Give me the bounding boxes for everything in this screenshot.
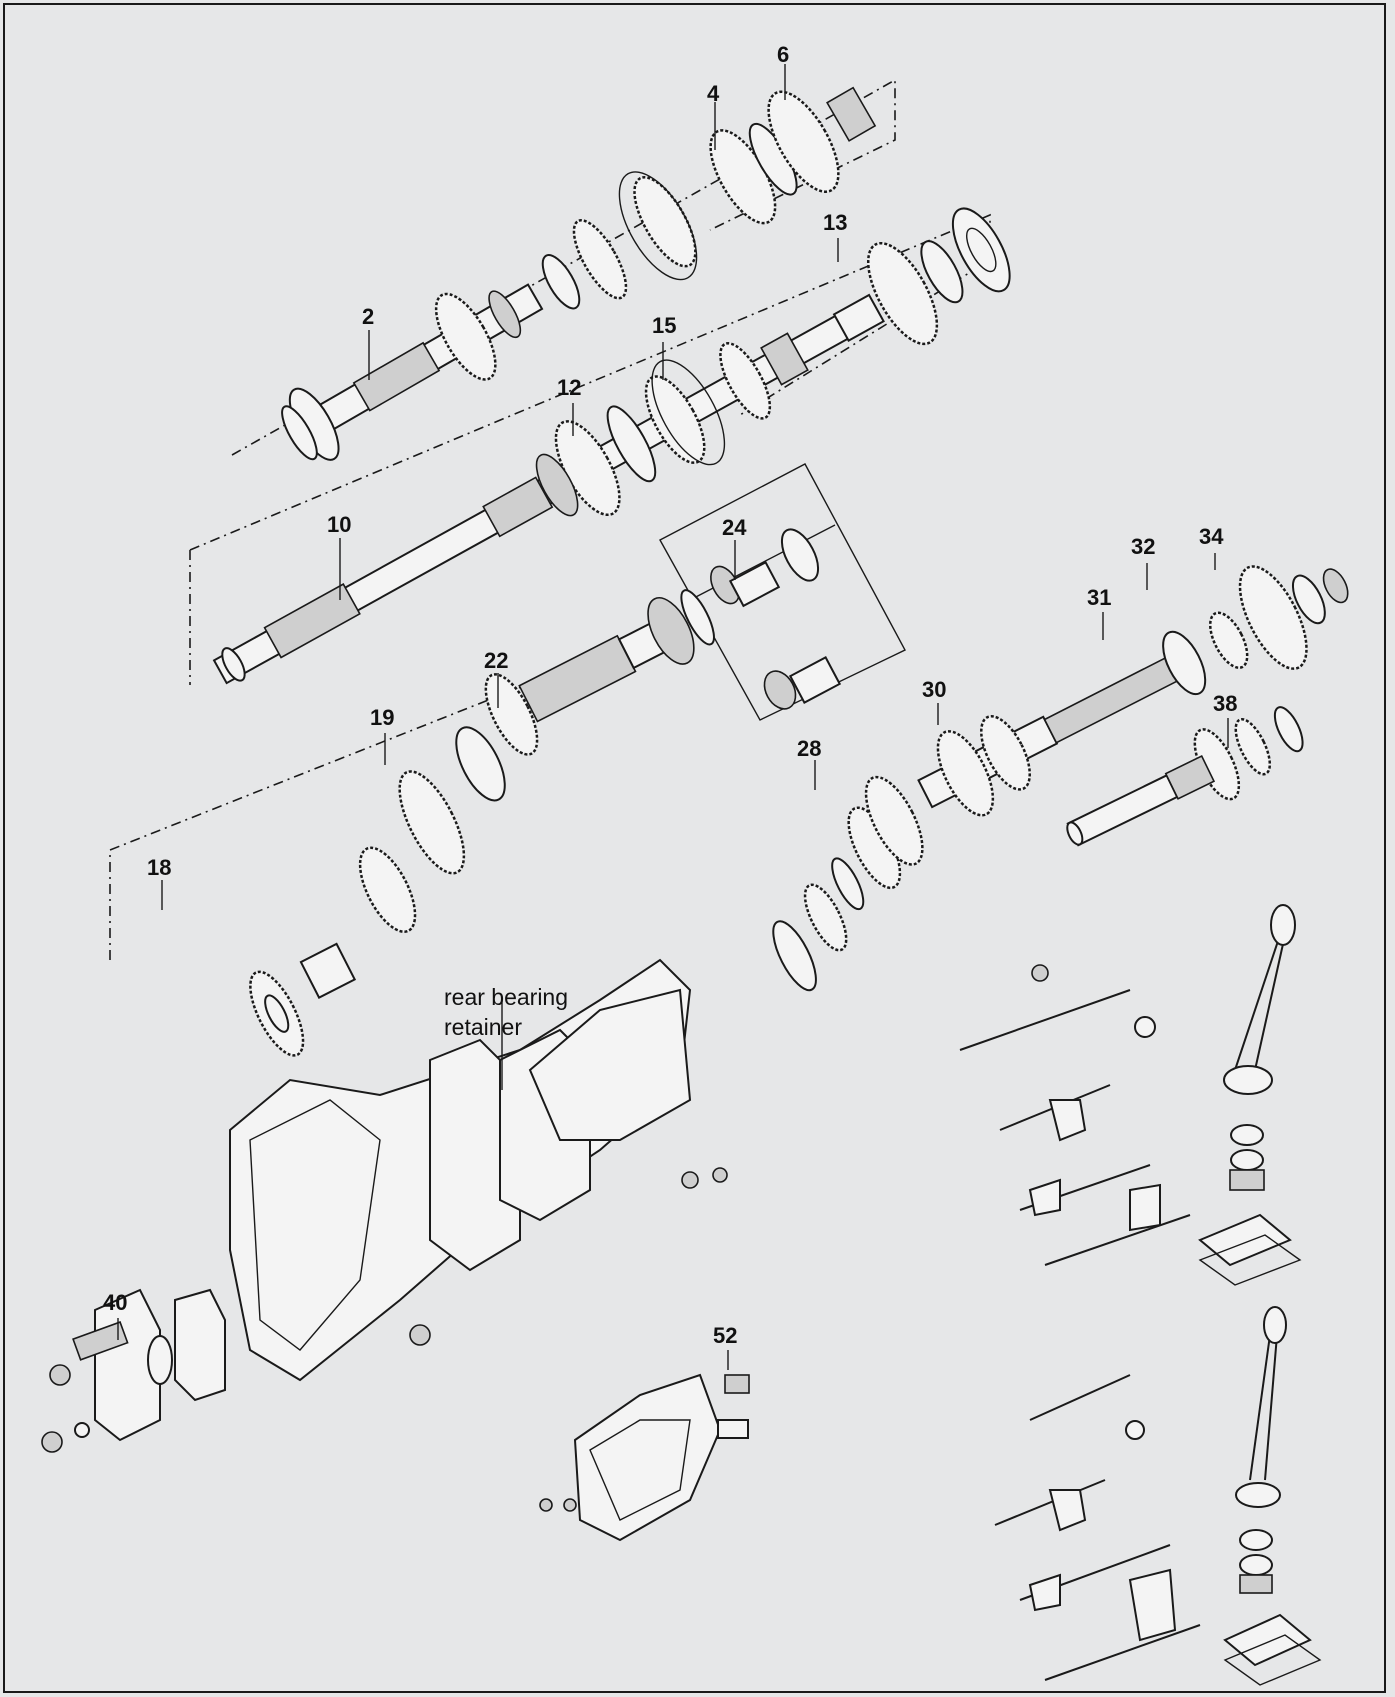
callout-28: 28 (797, 736, 822, 761)
transmission-case (229, 958, 728, 1382)
callout-13: 13 (823, 210, 848, 235)
shift-assembly-upper (959, 904, 1302, 1286)
reverse-hub (299, 942, 357, 999)
detail-parts-24 (710, 528, 842, 710)
counter-gear-assembly (109, 463, 906, 1057)
input-shaft-assembly (231, 78, 896, 461)
callout-2: 2 (362, 304, 375, 329)
callout-leaders (117, 64, 1229, 1370)
callout-4: 4 (707, 81, 720, 106)
gear-31 (1208, 611, 1249, 669)
synchro-sleeve (633, 176, 697, 268)
callout-15: 15 (652, 313, 677, 338)
idler-shaft-assembly (1066, 706, 1304, 847)
callout-24: 24 (722, 515, 747, 540)
input-gear (434, 292, 497, 381)
rear-bearing-retainer-label: rear bearing retainer (444, 982, 568, 1042)
rear-bearing (951, 207, 1011, 293)
diagram-frame (3, 3, 1386, 1693)
synchro-hub (572, 219, 628, 300)
shift-assembly-lower (994, 1306, 1322, 1686)
callout-12: 12 (557, 375, 582, 400)
bearing-31 (1162, 630, 1207, 696)
callout-40: 40 (103, 1290, 128, 1315)
callout-52: 52 (713, 1323, 738, 1348)
gear-28 (864, 775, 924, 866)
countershaft-cluster (518, 634, 637, 723)
callout-18: 18 (147, 855, 172, 880)
retainer-plate (429, 1038, 521, 1272)
gear-30 (936, 730, 995, 817)
shift-knob-upper (1270, 904, 1296, 946)
callout-38: 38 (1213, 691, 1238, 716)
snap-ring (541, 254, 581, 310)
callout-10: 10 (327, 512, 352, 537)
callout-19: 19 (370, 705, 395, 730)
callout-30: 30 (922, 677, 947, 702)
transfer-case-52 (539, 1373, 750, 1542)
annotation-line-2: retainer (444, 1014, 522, 1040)
gear-13 (866, 241, 939, 346)
callout-6: 6 (777, 42, 790, 67)
gear-38 (1193, 728, 1241, 801)
idler-shaft (1066, 774, 1179, 847)
callout-31: 31 (1087, 585, 1112, 610)
output-shaft-assembly (772, 565, 1349, 992)
callout-34: 34 (1199, 524, 1224, 549)
gear-19 (398, 770, 466, 875)
annotation-line-1: rear bearing (444, 984, 569, 1010)
callout-32: 32 (1131, 534, 1156, 559)
callout-22: 22 (484, 648, 509, 673)
detail-box (659, 463, 906, 721)
main-shaft-assembly (189, 207, 1011, 685)
nut-34 (1322, 568, 1349, 604)
shift-knob-lower (1263, 1306, 1287, 1344)
gear-6 (767, 90, 840, 193)
extension-housing-40 (41, 1288, 226, 1453)
reverse-gear (358, 846, 417, 934)
gear-32 (1238, 565, 1308, 670)
needle-bearing (826, 86, 877, 142)
